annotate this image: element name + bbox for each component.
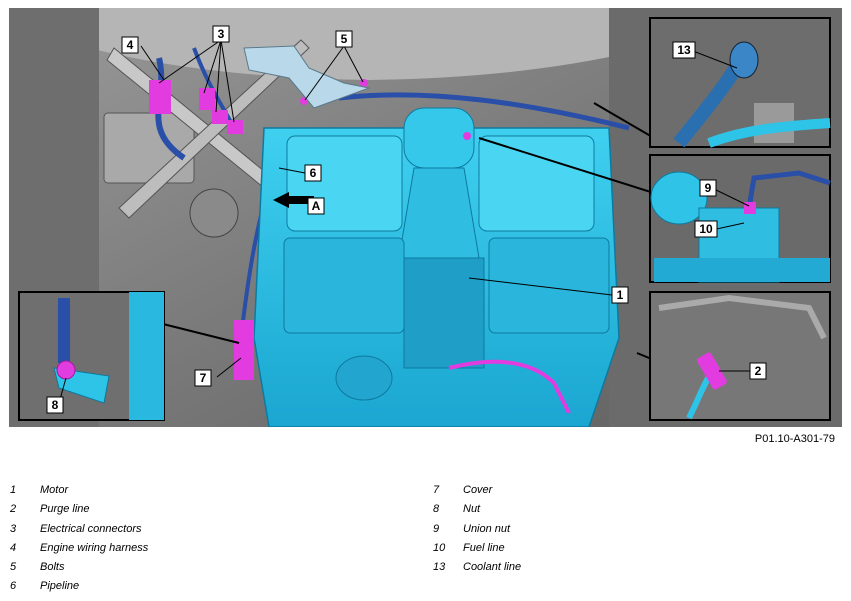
brake-booster — [189, 188, 239, 238]
oil-filler-cap — [335, 355, 393, 401]
svg-text:7: 7 — [200, 371, 207, 385]
engine-diagram-svg: 1 2 3 4 5 6 7 8 9 10 13 A — [9, 8, 842, 427]
harness-top — [338, 92, 630, 131]
bracket — [243, 45, 371, 109]
right-cylinder-cover — [478, 135, 595, 232]
callout-a: A — [307, 197, 325, 215]
legend-number: 6 — [10, 580, 17, 592]
legend-number: 4 — [10, 542, 17, 554]
engine-illustration: 1 2 3 4 5 6 7 8 9 10 13 A — [9, 8, 842, 427]
callout-13: 13 — [672, 41, 696, 59]
legend-label: Cover — [463, 484, 493, 496]
strut-brace-2 — [118, 39, 310, 219]
inset-13-leader — [593, 102, 655, 139]
left-cylinder-cover — [286, 135, 403, 232]
svg-text:3: 3 — [218, 27, 225, 41]
callout-4: 4 — [121, 36, 139, 54]
purge-line-engine — [448, 359, 571, 414]
legend-number: 10 — [433, 542, 446, 554]
legend-number: 7 — [433, 484, 440, 496]
legend-number: 3 — [10, 523, 17, 535]
purge-line — [697, 352, 727, 390]
inset-purge-line — [636, 291, 831, 421]
svg-text:1: 1 — [617, 288, 624, 302]
cover — [234, 320, 254, 380]
union-nut-main — [463, 132, 471, 140]
svg-text:6: 6 — [310, 166, 317, 180]
svg-text:8: 8 — [52, 398, 59, 412]
callout-1: 1 — [611, 286, 629, 304]
callout-9: 9 — [699, 179, 717, 197]
coolant-fitting — [729, 41, 759, 79]
fuel-line — [746, 170, 831, 209]
svg-text:10: 10 — [699, 222, 713, 236]
left-head — [283, 237, 405, 334]
callout-7: 7 — [194, 369, 212, 387]
legend-number: 9 — [433, 523, 440, 535]
intake-plenum — [403, 107, 475, 169]
callout-3: 3 — [212, 25, 230, 43]
legend-label: Engine wiring harness — [40, 542, 149, 554]
electrical-connector-4 — [227, 120, 243, 134]
legend-label: Pipeline — [40, 580, 80, 592]
inset-9-leader — [478, 137, 655, 194]
engine-center — [403, 257, 485, 369]
callout-6: 6 — [304, 164, 322, 182]
legend-label: Purge line — [40, 503, 90, 515]
fuse-box — [103, 112, 195, 184]
legend-label: Nut — [463, 503, 481, 515]
right-head — [488, 237, 610, 334]
legend-number: 1 — [10, 484, 17, 496]
callouts: 1 2 3 4 5 6 7 8 9 10 13 A — [46, 25, 767, 414]
legend-label: Motor — [40, 484, 69, 496]
bolt-2 — [360, 79, 368, 87]
inset-nut — [18, 291, 240, 421]
electrical-connector-1 — [149, 80, 171, 114]
callout-10: 10 — [694, 220, 718, 238]
legend-label: Bolts — [40, 561, 65, 573]
svg-text:A: A — [312, 199, 321, 213]
legend-label: Electrical connectors — [40, 523, 142, 535]
union-nut — [744, 202, 756, 214]
callout-2: 2 — [749, 362, 767, 380]
callout-5: 5 — [335, 30, 353, 48]
electrical-connector-3 — [212, 110, 228, 124]
arrow-a-icon — [273, 192, 314, 208]
legend-number: 2 — [10, 503, 17, 515]
nut — [56, 360, 76, 380]
legend-number: 5 — [10, 561, 17, 573]
legend-label: Fuel line — [463, 542, 505, 554]
inset-coolant-line — [593, 17, 831, 148]
svg-text:2: 2 — [755, 364, 762, 378]
legend-label: Union nut — [463, 523, 511, 535]
legend-number: 8 — [433, 503, 440, 515]
callout-8: 8 — [46, 396, 64, 414]
legend-label: Coolant line — [463, 561, 522, 573]
figure-id: P01.10-A301-79 — [754, 433, 835, 445]
motor — [253, 107, 620, 427]
inset-8-leader — [158, 322, 240, 344]
legend-number: 13 — [433, 561, 446, 573]
svg-text:4: 4 — [127, 38, 134, 52]
svg-text:13: 13 — [677, 43, 691, 57]
inset-union-nut — [478, 137, 831, 283]
callout-leaders — [58, 39, 750, 404]
svg-text:5: 5 — [341, 32, 348, 46]
svg-text:9: 9 — [705, 181, 712, 195]
electrical-connector-2 — [199, 88, 215, 110]
